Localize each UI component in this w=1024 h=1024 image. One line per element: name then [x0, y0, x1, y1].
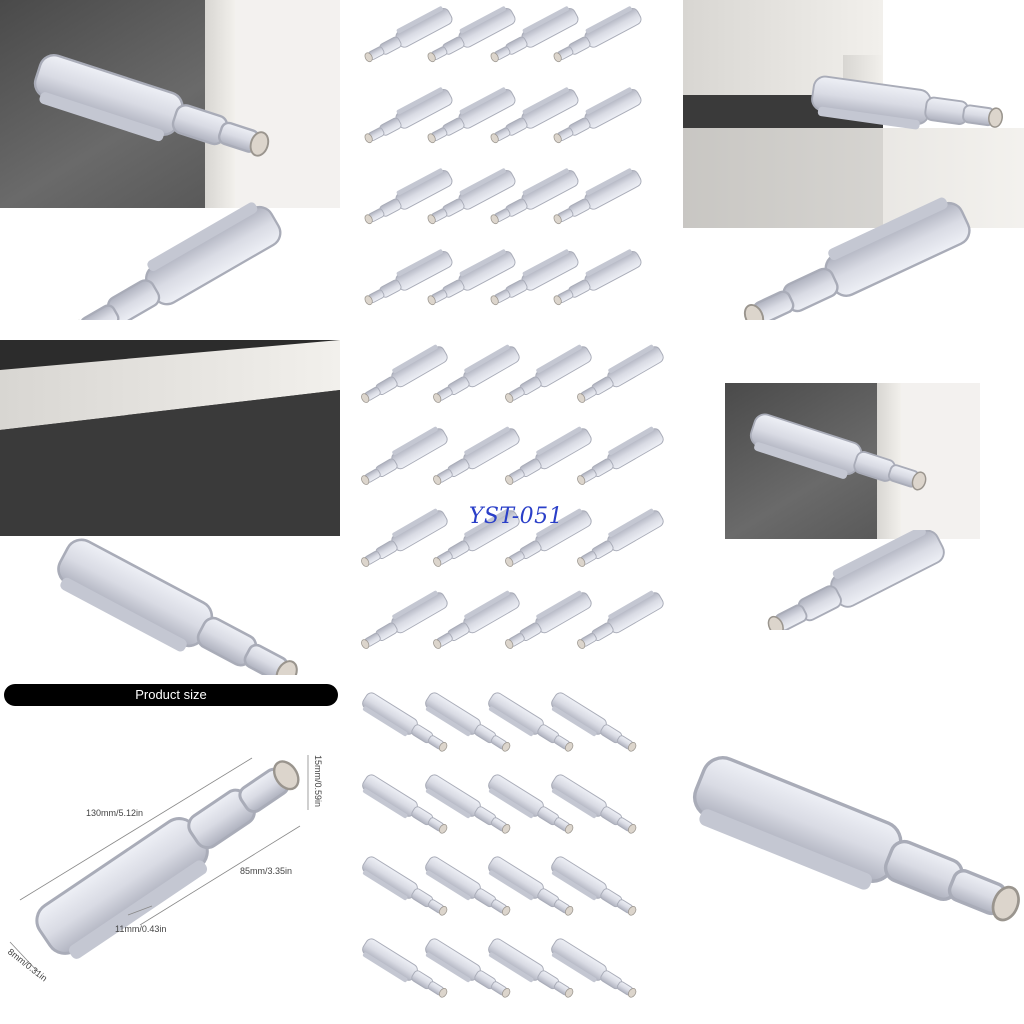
latch-image-left-1	[40, 190, 300, 320]
latch-image-right-1	[720, 190, 990, 320]
latch-image-right-2	[755, 530, 955, 630]
latch-closeup	[690, 740, 1024, 990]
photo-cabinet-right	[725, 383, 980, 539]
photo-cabinet-top-left	[0, 0, 340, 208]
dim-height: 15mm/0.59in	[313, 754, 324, 808]
product-size-banner: Product size	[4, 684, 338, 706]
latch-grid-top	[345, 0, 675, 340]
grid-bot-latch	[547, 936, 640, 1005]
watermark-text: YST-051	[468, 504, 564, 529]
grid-bot-latch	[547, 772, 640, 841]
photo-cabinet-top-right	[683, 0, 1024, 228]
dim-total-length: 130mm/5.12in	[86, 808, 144, 818]
photo-shelf-left	[0, 340, 340, 536]
grid-bot-latch	[547, 854, 640, 923]
dimension-diagram: 130mm/5.12in 15mm/0.59in 85mm/3.35in 11m…	[0, 710, 340, 1024]
dim-body-length: 85mm/3.35in	[240, 866, 293, 876]
grid-bot-latch	[547, 690, 640, 759]
latch-image-left-2	[40, 535, 300, 675]
dim-width: 11mm/0.43in	[115, 924, 167, 934]
latch-grid-bottom	[345, 680, 675, 1024]
